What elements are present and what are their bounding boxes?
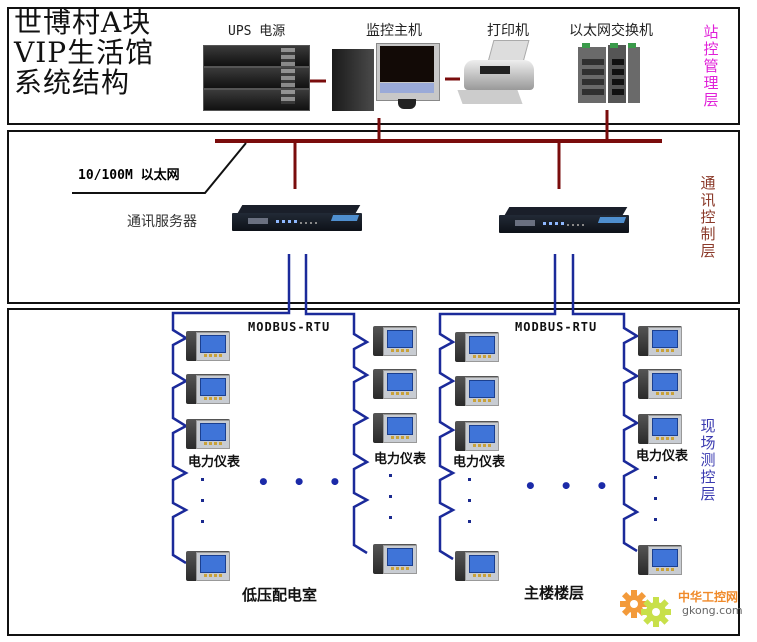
power-meter-icon (638, 412, 682, 446)
monitor-host-label: 监控主机 (366, 23, 422, 39)
power-meter-label: 电力仪表 (636, 449, 689, 464)
watermark: 中华工控网 gkong.com (612, 582, 752, 632)
power-meter-label: 电力仪表 (188, 455, 241, 470)
field-bus-2b (571, 254, 640, 553)
ethernet-switch-label: 以太网交换机 (569, 23, 653, 39)
power-meter-icon (186, 372, 230, 406)
station-layer-label: 站控管理层 (703, 23, 719, 109)
vertical-ellipsis-dot (468, 499, 471, 502)
title-line-3: 系统结构 (14, 66, 131, 99)
printer-label: 打印机 (487, 23, 529, 39)
vertical-ellipsis-dot (468, 520, 471, 523)
power-meter-icon (186, 549, 230, 583)
vertical-ellipsis-dot (201, 478, 204, 481)
ethernet-switch-icon (572, 43, 644, 103)
power-meter-icon (455, 419, 499, 453)
power-meter-label: 电力仪表 (453, 455, 506, 470)
vertical-ellipsis-dot (389, 474, 392, 477)
horizontal-ellipsis-1: • • • (257, 470, 350, 494)
printer-icon (457, 40, 536, 108)
power-meter-icon (455, 549, 499, 583)
comm-server-1-icon (232, 205, 362, 233)
power-meter-icon (373, 367, 417, 401)
comm-layer-label: 通讯控制层 (700, 174, 716, 260)
ethernet-label: 10/100M 以太网 (78, 168, 180, 183)
modbus-label-2: MODBUS-RTU (515, 320, 598, 334)
field-layer-box (7, 308, 740, 636)
power-meter-icon (186, 329, 230, 363)
title-line-2: VIP生活馆 (14, 36, 155, 69)
vertical-ellipsis-dot (654, 497, 657, 500)
vertical-ellipsis-dot (654, 518, 657, 521)
power-meter-icon (638, 324, 682, 358)
low-voltage-room-label: 低压配电室 (242, 586, 318, 604)
gear-icon (620, 590, 671, 627)
power-meter-label: 电力仪表 (374, 452, 427, 467)
power-meter-icon (638, 543, 682, 577)
field-layer-label: 现场测控层 (700, 417, 716, 503)
ups-label: UPS 电源 (228, 24, 286, 39)
modbus-label-1: MODBUS-RTU (248, 320, 331, 334)
power-meter-icon (186, 417, 230, 451)
power-meter-icon (373, 324, 417, 358)
power-meter-icon (638, 367, 682, 401)
watermark-text: 中华工控网 (678, 590, 739, 604)
power-meter-icon (455, 330, 499, 364)
vertical-ellipsis-dot (654, 476, 657, 479)
vertical-ellipsis-dot (201, 520, 204, 523)
power-meter-icon (455, 374, 499, 408)
horizontal-ellipsis-2: • • • (524, 474, 617, 498)
vertical-ellipsis-dot (468, 478, 471, 481)
power-meter-icon (373, 542, 417, 576)
title-line-1: 世博村A块 (14, 6, 152, 39)
field-bus-1b (304, 254, 370, 555)
main-building-floors-label: 主楼楼层 (524, 584, 585, 602)
field-bus-1a (171, 254, 291, 565)
vertical-ellipsis-dot (389, 495, 392, 498)
ethernet-label-leader (72, 142, 247, 194)
monitor-host-icon (332, 43, 440, 115)
vertical-ellipsis-dot (201, 499, 204, 502)
field-bus-2a (438, 254, 557, 561)
comm-server-2-icon (499, 207, 629, 235)
diagram-title: 世博村A块 VIP生活馆 系统结构 (14, 8, 154, 98)
watermark-url: gkong.com (682, 604, 743, 617)
comm-server-label: 通讯服务器 (127, 214, 197, 230)
vertical-ellipsis-dot (389, 516, 392, 519)
power-meter-icon (373, 411, 417, 445)
ups-icon (203, 45, 310, 111)
